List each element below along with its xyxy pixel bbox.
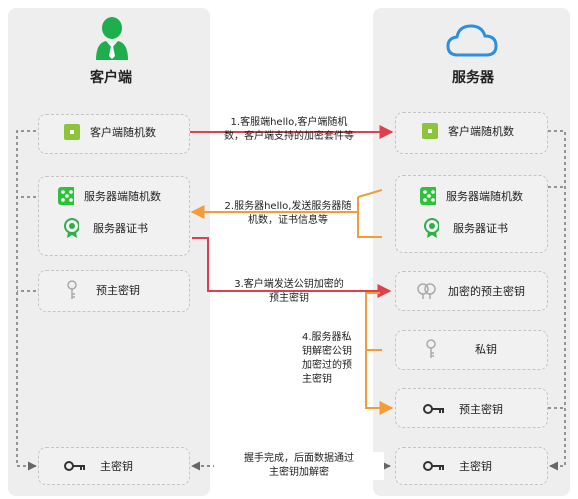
key-outline-icon <box>64 280 80 299</box>
client-master-label: 主密钥 <box>100 460 133 473</box>
client-master-box <box>38 447 190 485</box>
user-icon <box>94 16 130 60</box>
random-square-icon <box>64 124 80 140</box>
certificate-icon <box>63 218 79 238</box>
step1-line2: 数，客户端支持的加密套件等 <box>224 131 354 142</box>
client-premaster-row: 预主密钥 <box>64 280 140 299</box>
random-square-icon <box>422 123 438 139</box>
cloud-icon <box>446 22 498 58</box>
step2-line1: 2.服务器hello,发送服务器随 <box>224 201 352 212</box>
server-master-label: 主密钥 <box>459 460 492 473</box>
step3-line1: 3.客户端发送公钥加密的 <box>234 279 344 290</box>
key-solid-icon <box>423 458 445 474</box>
client-client-random-box <box>38 114 190 154</box>
step3-line2: 预主密钥 <box>269 293 309 304</box>
step4-line1: 4.服务器私 <box>302 332 352 343</box>
step2-line2: 机数，证书信息等 <box>248 215 328 226</box>
step4-line2: 钥解密公钥 <box>302 346 352 357</box>
key-outline-icon <box>423 339 439 358</box>
server-client-random-box <box>395 112 548 154</box>
step5-line1: 握手完成，后面数据通过 <box>244 453 354 464</box>
step1-line1: 1.客服端hello,客户端随机 <box>230 117 348 128</box>
server-private-key-row: 私钥 <box>423 339 497 358</box>
double-key-icon <box>416 283 438 299</box>
dice-icon <box>58 187 74 205</box>
server-server-info-box <box>395 175 548 253</box>
client-server-random-row: 服务器端随机数 <box>58 187 161 205</box>
client-client-random-label: 客户端随机数 <box>90 126 156 139</box>
server-title: 服务器 <box>452 70 494 86</box>
server-encrypted-premaster-box <box>395 271 548 311</box>
server-server-cert-row: 服务器证书 <box>423 218 508 238</box>
server-server-random-row: 服务器端随机数 <box>420 187 523 205</box>
certificate-icon <box>423 218 439 238</box>
server-client-random-label: 客户端随机数 <box>448 125 514 138</box>
client-title: 客户端 <box>90 70 132 86</box>
step3-note: 3.客户端发送公钥加密的 预主密钥 <box>214 278 364 306</box>
server-encrypted-premaster-label: 加密的预主密钥 <box>448 285 525 298</box>
client-master-row: 主密钥 <box>64 458 133 474</box>
server-private-key-box <box>395 330 548 370</box>
client-client-random-row: 客户端随机数 <box>64 124 156 140</box>
server-master-box <box>395 447 548 485</box>
client-premaster-box <box>38 270 190 312</box>
step4-note: 4.服务器私 钥解密公钥 加密过的预 主密钥 <box>302 331 362 387</box>
step4-line3: 加密过的预 <box>302 360 352 371</box>
dice-icon <box>420 187 436 205</box>
key-solid-icon <box>64 458 86 474</box>
server-premaster-row: 预主密钥 <box>423 401 503 417</box>
step4-line4: 主密钥 <box>302 374 332 385</box>
step5-line2: 主密钥加解密 <box>269 467 329 478</box>
server-encrypted-premaster-row: 加密的预主密钥 <box>416 283 525 299</box>
key-solid-icon <box>423 401 445 417</box>
client-premaster-label: 预主密钥 <box>96 284 140 297</box>
server-private-key-label: 私钥 <box>475 343 497 356</box>
server-premaster-label: 预主密钥 <box>459 403 503 416</box>
server-client-random-row: 客户端随机数 <box>422 123 514 139</box>
step2-note: 2.服务器hello,发送服务器随 机数，证书信息等 <box>212 200 364 228</box>
client-server-cert-label: 服务器证书 <box>93 222 148 235</box>
client-server-random-label: 服务器端随机数 <box>84 190 161 203</box>
server-server-random-label: 服务器端随机数 <box>446 190 523 203</box>
step5-note: 握手完成，后面数据通过 主密钥加解密 <box>214 452 384 480</box>
client-server-cert-row: 服务器证书 <box>63 218 148 238</box>
server-master-row: 主密钥 <box>423 458 492 474</box>
server-server-cert-label: 服务器证书 <box>453 222 508 235</box>
step1-note: 1.客服端hello,客户端随机 数，客户端支持的加密套件等 <box>204 116 374 144</box>
server-premaster-box <box>395 388 548 428</box>
